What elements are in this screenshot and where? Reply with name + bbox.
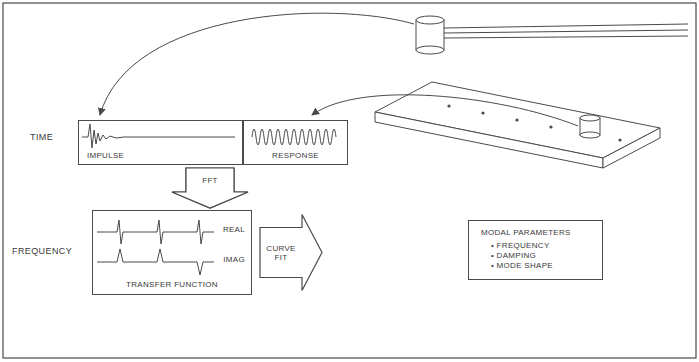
axis-label: FREQUENCY: [12, 246, 72, 256]
box-text: • DAMPING: [481, 251, 592, 261]
box-text: IMPULSE: [87, 151, 124, 161]
box-text: • FREQUENCY: [481, 241, 592, 251]
beam-side: [603, 128, 660, 168]
box-heading: MODAL PARAMETERS: [481, 228, 592, 238]
outer-frame: [3, 3, 696, 358]
measurement-points: [447, 104, 621, 141]
imag-curve: [97, 249, 214, 275]
arrow-label: CURVE FIT: [262, 230, 300, 276]
block-arrow: [172, 168, 248, 208]
block-arrow: [172, 168, 248, 208]
signal-arrow: [312, 95, 578, 126]
real-curve: [97, 220, 214, 244]
time-box: IMPULSE: [78, 120, 243, 165]
box-text: TRANSFER FUNCTION: [93, 280, 251, 290]
accelerometer: [580, 115, 600, 138]
signal-arrow: [100, 13, 414, 115]
box-text: • MODE SHAPE: [481, 261, 592, 271]
box-text: RESPONSE: [244, 151, 347, 161]
arrow-label: FFT: [188, 170, 232, 190]
beam-front: [375, 112, 603, 168]
box-text: REAL: [223, 225, 245, 235]
impulse-wave: [82, 124, 235, 148]
box-text: IMAG: [223, 255, 245, 265]
modal-box: MODAL PARAMETERS • FREQUENCY• DAMPING• MO…: [468, 220, 603, 280]
block-arrow: [260, 215, 322, 291]
impact-hammer: [416, 16, 688, 54]
time-box: RESPONSE: [243, 120, 348, 165]
transfer-box: REAL IMAG TRANSFER FUNCTION: [92, 210, 252, 295]
response-wave: [252, 129, 336, 145]
axis-label: TIME: [30, 132, 53, 142]
